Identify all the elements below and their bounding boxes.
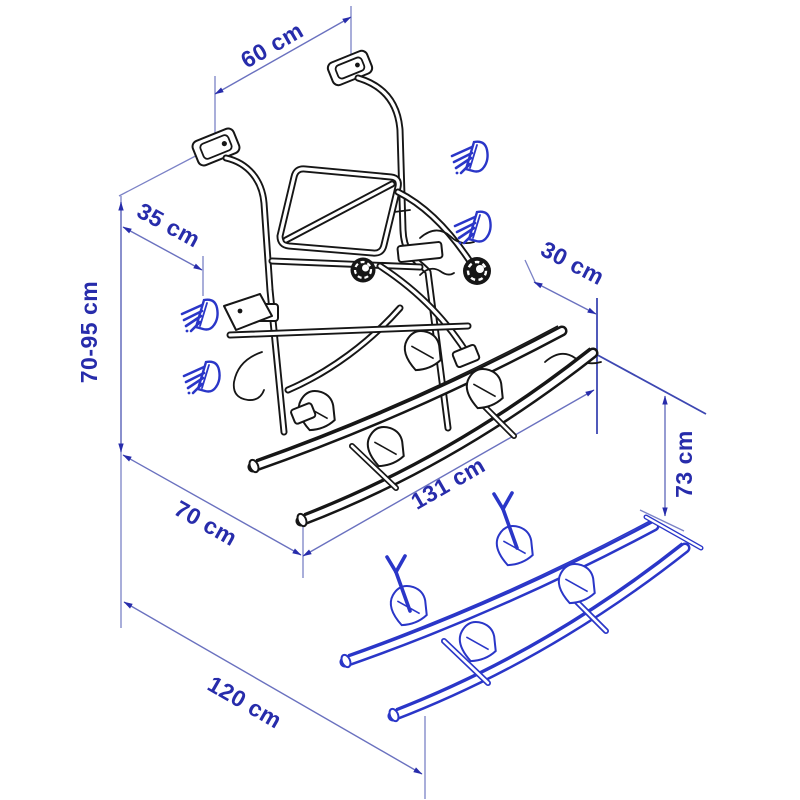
carrier-line-drawing bbox=[191, 49, 602, 528]
right-mount-bracket bbox=[326, 49, 374, 87]
wheel-strap-arm bbox=[385, 491, 519, 613]
dimension-label-60cm: 60 cm bbox=[236, 17, 308, 73]
dimension-label-30cm: 30 cm bbox=[537, 236, 609, 290]
dimension-lowered-drop: 73 cm bbox=[591, 351, 707, 532]
dimension-label-120cm: 120 cm bbox=[203, 671, 286, 734]
upper-frame-hoop bbox=[268, 165, 424, 271]
lower-hook bbox=[232, 351, 265, 401]
dimension-wall-offset: 35 cm bbox=[118, 149, 208, 296]
dimension-label-70cm: 70 cm bbox=[170, 495, 242, 551]
wheel-rails-upright bbox=[248, 325, 593, 527]
blue-highlight-parts bbox=[180, 140, 704, 723]
dimension-mount-height: 70-95 cm bbox=[76, 196, 124, 628]
lift-linkage bbox=[226, 262, 474, 394]
dimension-annotations: 60 cm 35 cm 70-95 cm 30 cm 131 cm bbox=[76, 6, 707, 799]
wall-spacer-clip bbox=[182, 360, 221, 396]
wall-spacer-clip bbox=[450, 140, 489, 176]
bike-holder-arm bbox=[394, 188, 602, 365]
dimension-label-35cm: 35 cm bbox=[133, 197, 205, 252]
left-support-arm bbox=[222, 154, 288, 436]
wheel-rails-lowered bbox=[340, 491, 704, 723]
dimension-lowered-depth: 120 cm bbox=[123, 601, 426, 799]
wall-spacer-clip bbox=[453, 210, 492, 246]
dimension-upper-depth: 70 cm bbox=[122, 454, 302, 556]
dimension-label-73cm: 73 cm bbox=[671, 430, 697, 498]
grip-knob-right bbox=[463, 257, 491, 285]
dimension-upper-rear-offset: 30 cm bbox=[524, 236, 609, 434]
dimension-label-70-95cm: 70-95 cm bbox=[76, 281, 102, 383]
left-wall-plate bbox=[223, 293, 273, 331]
grip-knob-center bbox=[350, 257, 376, 283]
wall-spacer-clip bbox=[180, 298, 219, 334]
